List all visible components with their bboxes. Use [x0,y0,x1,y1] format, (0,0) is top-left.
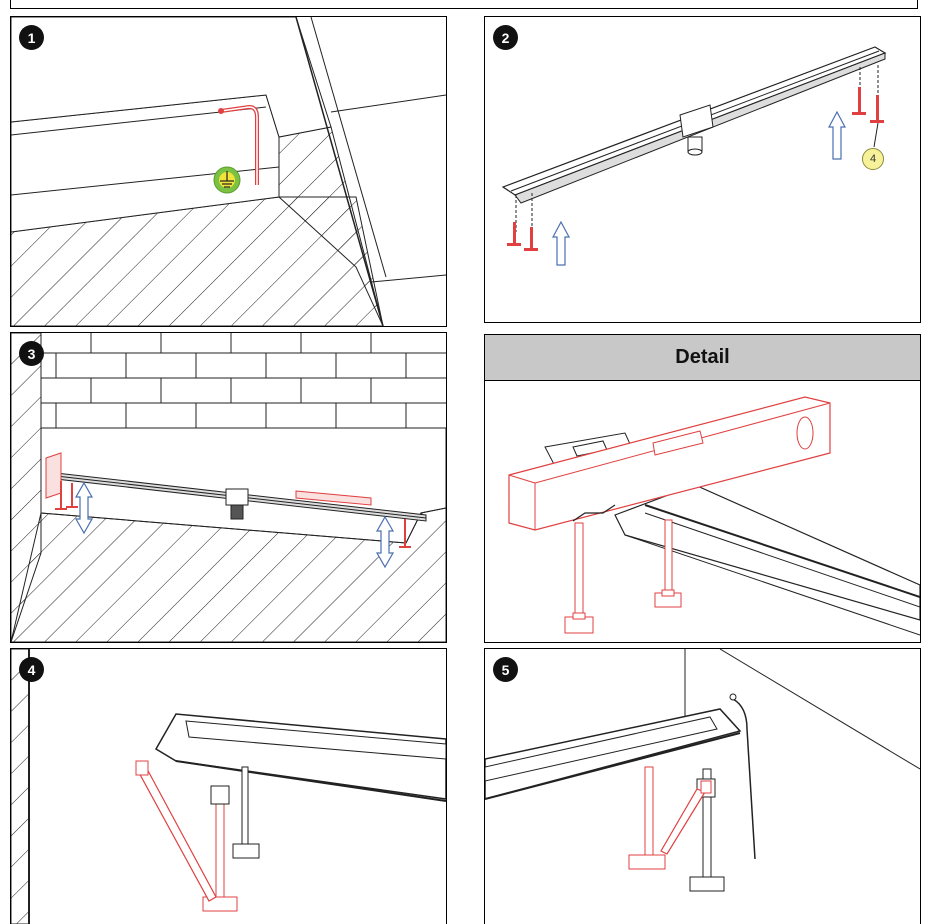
step-5-illustration [485,649,920,892]
step-5-badge: 5 [493,657,518,682]
step-4-panel: 4 [10,648,447,924]
up-arrow-icon [828,110,846,160]
detail-illustration [508,396,920,636]
up-arrow-icon [552,220,570,266]
step-3-illustration [11,333,446,642]
callout-4: 4 [862,148,884,170]
step-1-panel: 1 [10,16,447,327]
step-2-badge: 2 [493,25,518,50]
up-down-arrow-icon [375,515,395,569]
step-4-badge: 4 [19,657,44,682]
step-4-illustration [11,649,446,924]
up-down-arrow-icon [74,481,94,535]
step-2-panel: 2 4 [484,16,921,323]
detail-panel: Detail [484,334,921,643]
step-3-panel: 3 [10,332,447,643]
step-3-badge: 3 [19,341,44,366]
step-2-illustration [501,46,887,266]
step-1-badge: 1 [19,25,44,50]
step-1-illustration [11,17,446,326]
step-5-panel: 5 [484,648,921,924]
ground-symbol-icon [213,166,241,194]
detail-title: Detail [485,335,920,381]
top-border-strip [10,0,918,9]
